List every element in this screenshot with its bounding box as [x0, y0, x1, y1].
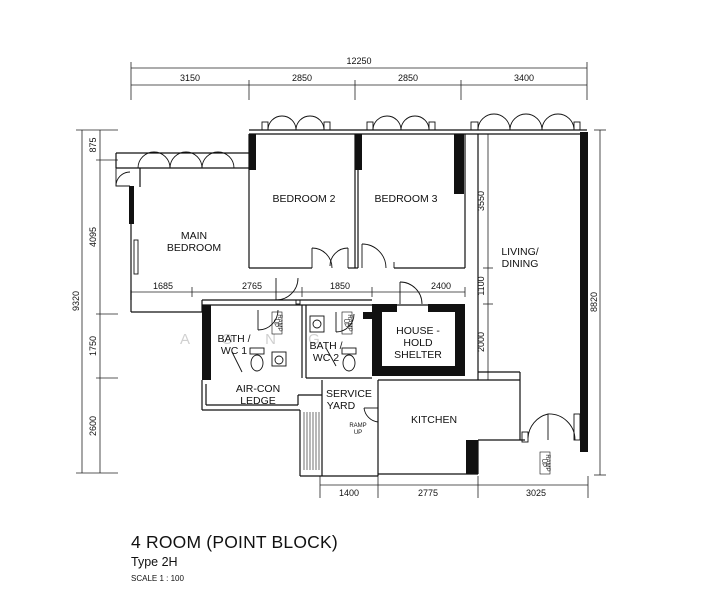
doors	[257, 243, 581, 443]
room-main-bedroom: MAIN BEDROOM	[167, 230, 221, 254]
dim-vertical-2: 1100	[476, 276, 486, 295]
toilet-bath1	[249, 347, 265, 355]
title-block: 4 ROOM (POINT BLOCK) Type 2H SCALE 1 : 1…	[131, 531, 338, 585]
svg-text:MAIN: MAIN	[181, 230, 207, 242]
ramp-entrance: RAMP UP	[539, 451, 551, 475]
dim-right-overall: 8820	[589, 292, 599, 312]
basin-bath1	[271, 351, 287, 367]
svg-text:YARD: YARD	[327, 400, 356, 412]
room-kitchen: KITCHEN	[411, 414, 457, 426]
svg-text:LIVING/: LIVING/	[501, 246, 538, 258]
room-bath-wc1: BATH / WC 1	[217, 333, 250, 357]
dim-left-3: 1750	[88, 336, 98, 356]
dim-internal-3: 1850	[330, 281, 350, 291]
watermark: A O N G	[180, 331, 334, 348]
fixtures	[231, 315, 357, 373]
dim-left-4: 2600	[88, 416, 98, 436]
dimension-lines	[76, 62, 606, 498]
svg-text:RAMP: RAMP	[544, 454, 550, 471]
dim-internal-2: 2765	[242, 281, 262, 291]
room-bath-wc2: BATH / WC 2	[309, 340, 342, 364]
svg-text:AIR-CON: AIR-CON	[236, 383, 280, 395]
plan-type: Type 2H	[131, 555, 178, 569]
ramp-yard: RAMP UP	[349, 423, 366, 436]
svg-text:RAMP: RAMP	[349, 423, 366, 429]
yard-grille	[303, 412, 320, 470]
svg-text:BEDROOM 3: BEDROOM 3	[374, 193, 437, 205]
dim-overall-top: 12250	[346, 56, 371, 66]
svg-text:RAMP: RAMP	[346, 314, 352, 331]
svg-text:UP: UP	[342, 319, 348, 327]
svg-text:RAMP: RAMP	[276, 314, 282, 331]
svg-text:UP: UP	[540, 459, 546, 467]
room-household-shelter: HOUSE - HOLD SHELTER	[394, 325, 442, 361]
svg-text:KITCHEN: KITCHEN	[411, 414, 457, 426]
dim-top-4: 3400	[514, 73, 534, 83]
windows	[115, 113, 581, 275]
dim-vertical-1: 3550	[476, 191, 486, 211]
svg-text:HOLD: HOLD	[403, 337, 433, 349]
dim-bottom-1: 1400	[339, 488, 359, 498]
ramp-bath1: RAMP UP	[271, 311, 283, 335]
dim-top-3: 2850	[398, 73, 418, 83]
svg-text:BATH /: BATH /	[217, 333, 250, 345]
dim-bottom-3: 3025	[526, 488, 546, 498]
dim-bottom-2: 2775	[418, 488, 438, 498]
room-living-dining: LIVING/ DINING	[501, 246, 538, 270]
ramp-bath2: RAMP UP	[341, 311, 353, 335]
plan-scale: SCALE 1 : 100	[131, 574, 184, 583]
dim-left-2: 4095	[88, 227, 98, 247]
svg-text:WC 1: WC 1	[221, 345, 247, 357]
dim-vertical-3: 2000	[476, 332, 486, 352]
dim-left-overall: 9320	[71, 291, 81, 311]
basin-bath2	[309, 315, 325, 333]
toilet-bath2	[341, 347, 357, 355]
dim-internal-1: 1685	[153, 281, 173, 291]
plan-title: 4 ROOM (POINT BLOCK)	[131, 532, 338, 552]
svg-text:UP: UP	[354, 430, 362, 436]
svg-text:BEDROOM 2: BEDROOM 2	[272, 193, 335, 205]
svg-text:BEDROOM: BEDROOM	[167, 242, 221, 254]
structural-walls	[129, 132, 588, 474]
room-bedroom-3: BEDROOM 3	[374, 193, 437, 205]
svg-text:SHELTER: SHELTER	[394, 349, 442, 361]
dim-top-2: 2850	[292, 73, 312, 83]
room-service-yard: SERVICE YARD	[326, 388, 372, 412]
svg-text:WC 2: WC 2	[313, 352, 339, 364]
svg-text:UP: UP	[272, 319, 278, 327]
svg-text:LEDGE: LEDGE	[240, 395, 276, 407]
svg-text:BATH /: BATH /	[309, 340, 342, 352]
room-aircon-ledge: AIR-CON LEDGE	[236, 383, 280, 407]
room-bedroom-2: BEDROOM 2	[272, 193, 335, 205]
dim-top-1: 3150	[180, 73, 200, 83]
svg-text:SERVICE: SERVICE	[326, 388, 372, 400]
svg-text:DINING: DINING	[502, 258, 539, 270]
svg-text:HOUSE -: HOUSE -	[396, 325, 440, 337]
dim-left-1: 875	[88, 137, 98, 152]
dim-internal-4: 2400	[431, 281, 451, 291]
